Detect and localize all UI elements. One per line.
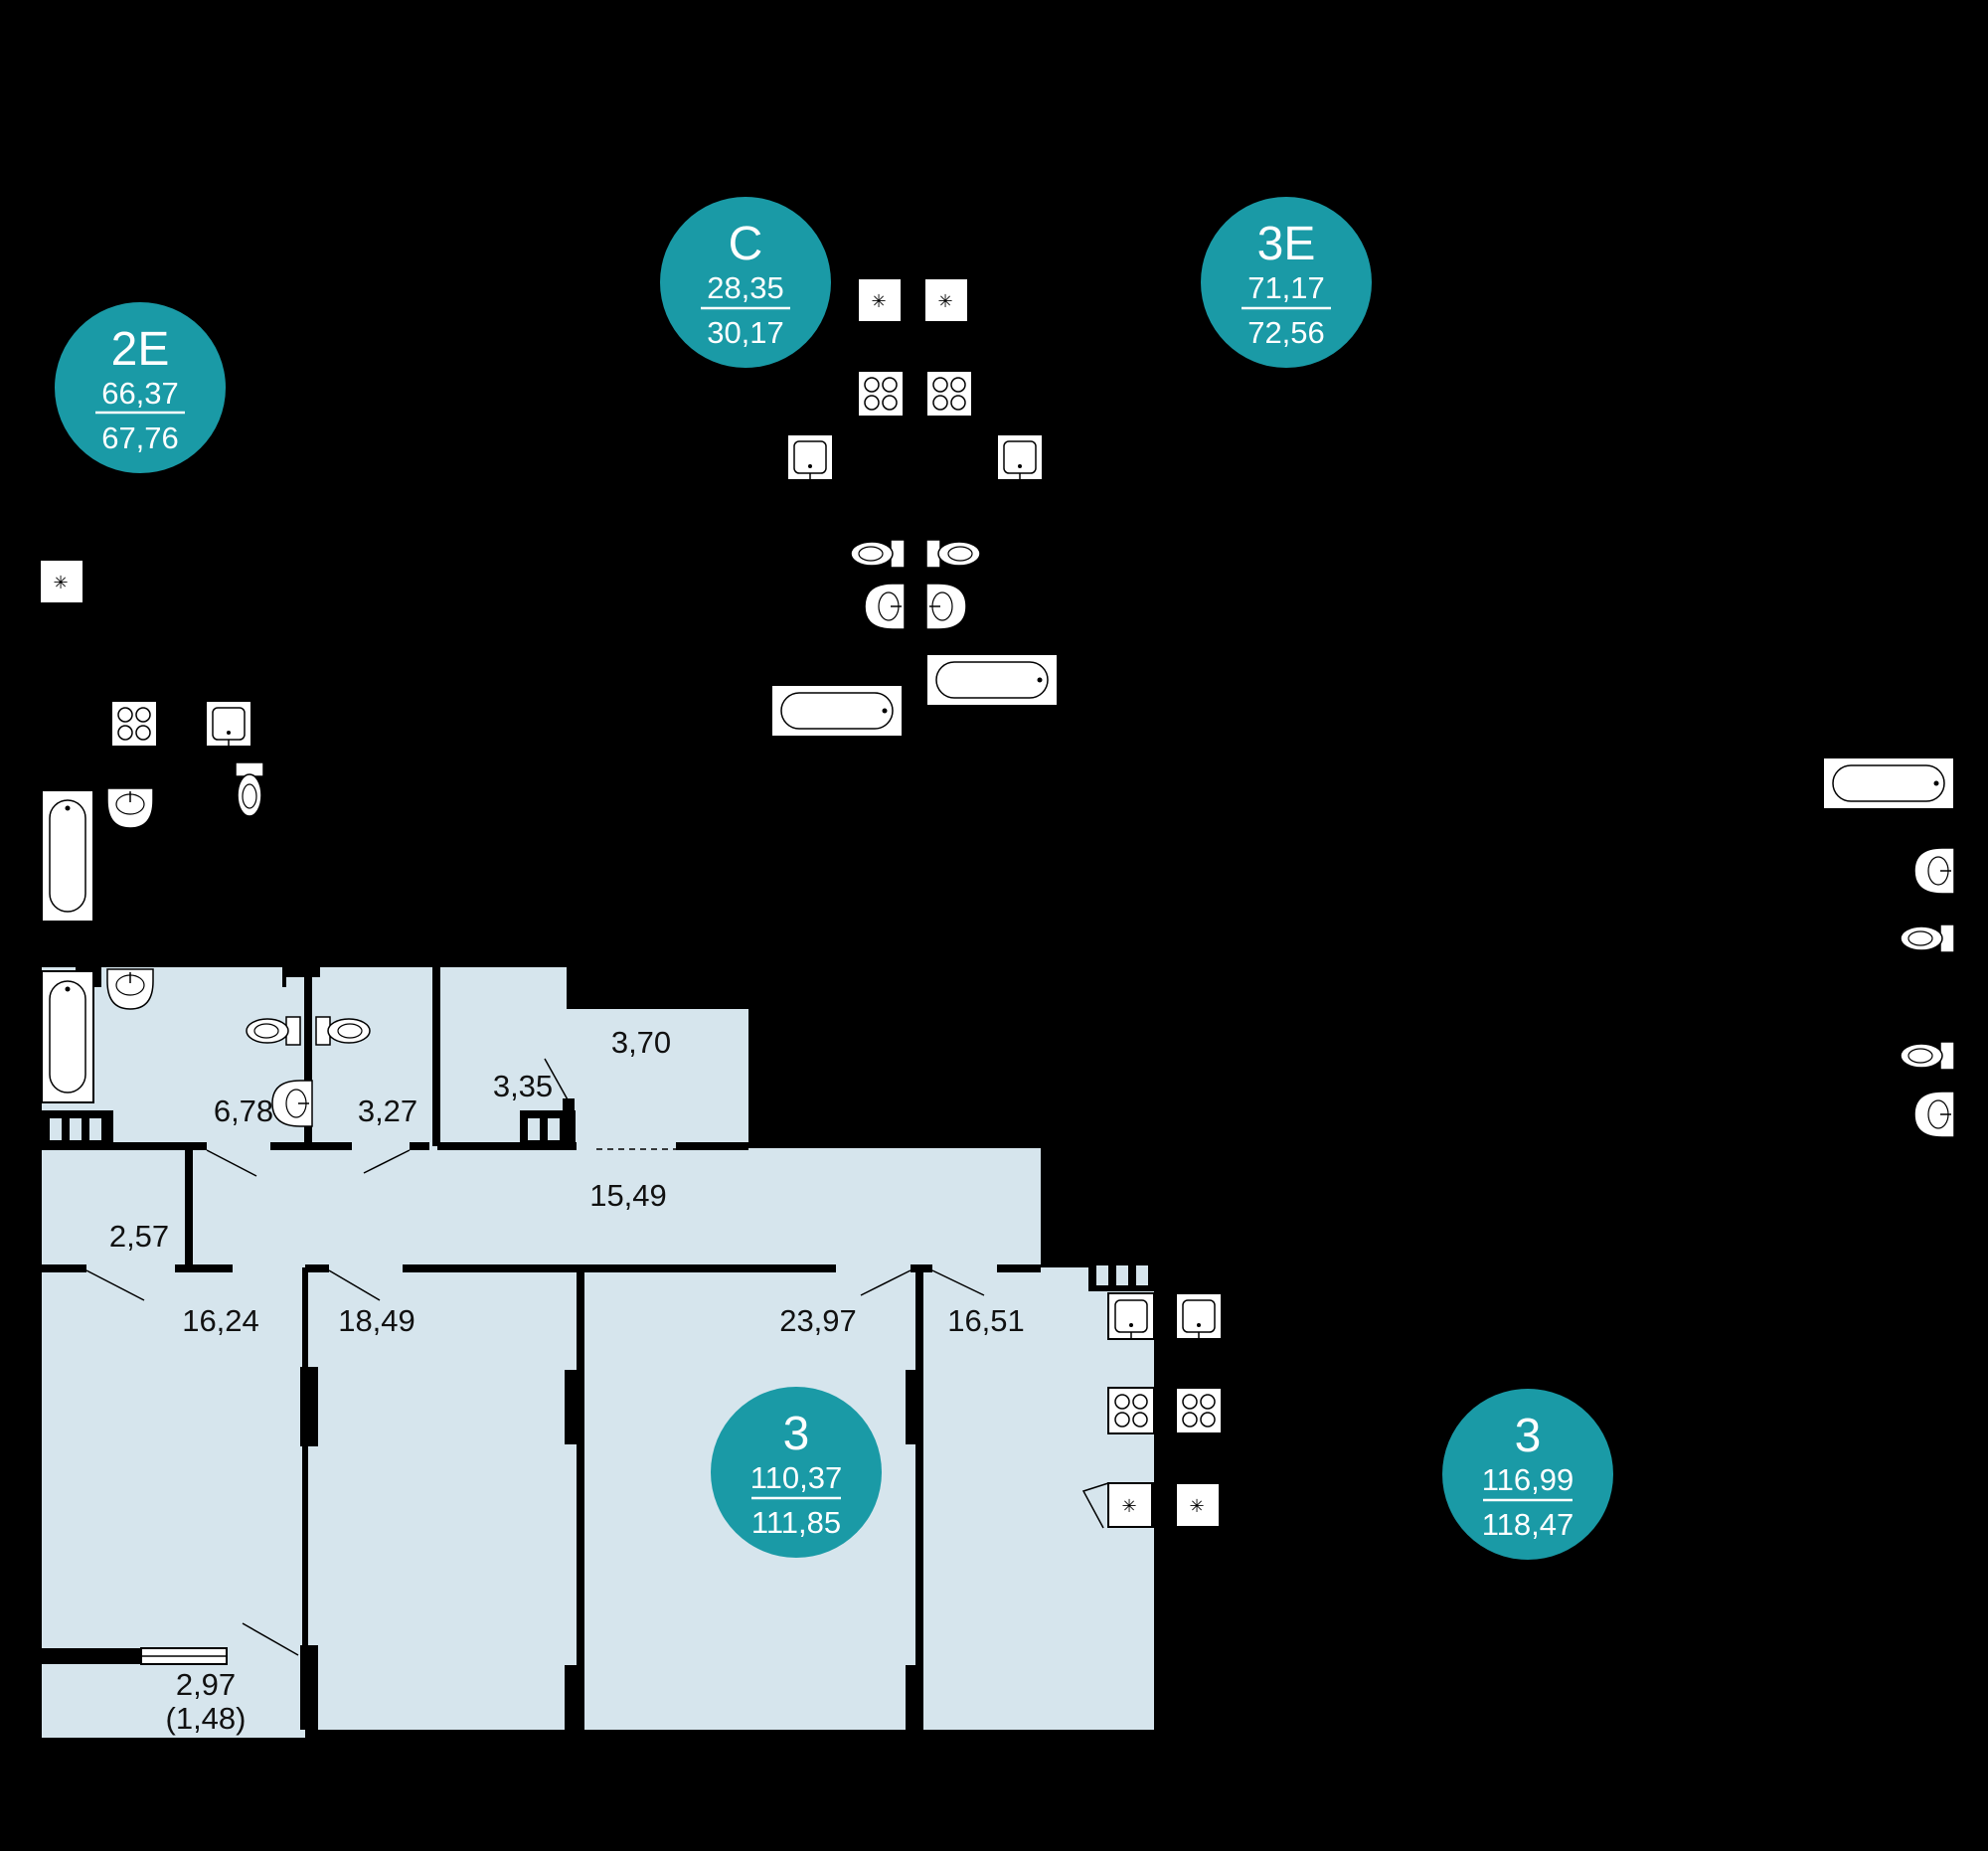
vent-icon: [923, 277, 971, 323]
room-area-balcony-reduced: (1,48): [166, 1701, 247, 1736]
kitchen-vent-door: [1081, 1482, 1109, 1529]
badge-c: C 28,35 30,17: [660, 197, 831, 368]
bathtub-icon: [41, 789, 94, 923]
room-area-wc: 3,27: [358, 1094, 417, 1128]
toilet-icon: [1900, 1041, 1955, 1071]
room-area-corridor: 2,57: [109, 1219, 169, 1254]
room-storage-large: [567, 1009, 748, 1151]
room-area-hall: 15,49: [589, 1178, 667, 1213]
balcony-window: [140, 1647, 228, 1665]
room-bedroom-2: [305, 1267, 577, 1730]
room-area-balcony: 2,97: [176, 1667, 236, 1702]
toilet-icon: [850, 539, 906, 569]
bathtub-icon: [925, 653, 1059, 707]
room-hall: [42, 1148, 1041, 1270]
svg-text:30,17: 30,17: [707, 315, 784, 350]
vent-icon: [39, 559, 86, 604]
sink-icon: [996, 433, 1044, 481]
washbasin-icon: [864, 583, 906, 630]
svg-text:C: C: [729, 218, 763, 270]
sink-icon: [205, 700, 252, 748]
svg-text:116,99: 116,99: [1482, 1462, 1574, 1497]
room-area-living: 23,97: [779, 1303, 857, 1338]
badge-3-neighbor: 3 116,99 118,47: [1442, 1389, 1613, 1560]
sink-icon: [1107, 1292, 1155, 1340]
toilet-icon: [1900, 924, 1955, 953]
vent-icon: [857, 277, 905, 323]
room-area-bedroom-2: 18,49: [338, 1303, 415, 1338]
bathtub-icon: [770, 684, 904, 738]
sink-icon: [1175, 1292, 1223, 1340]
room-area-storage-large: 3,70: [611, 1025, 671, 1060]
room-area-bathroom: 6,78: [214, 1094, 273, 1128]
sink-icon: [786, 433, 834, 481]
vent-icon: [1175, 1482, 1223, 1528]
toilet-icon: [235, 761, 264, 817]
washbasin-icon: [925, 583, 967, 630]
stove-icon: [925, 370, 973, 418]
svg-text:66,37: 66,37: [101, 376, 179, 411]
room-area-bedroom-1: 16,24: [182, 1303, 259, 1338]
bathtub-icon: [41, 970, 94, 1103]
apartment-rooms: [42, 967, 1154, 1738]
badge-2e: 2E 66,37 67,76: [55, 302, 226, 473]
stove-icon: [1175, 1387, 1223, 1434]
washbasin-icon: [1913, 847, 1955, 895]
vent-shaft-slots: [50, 1118, 1148, 1285]
stove-icon: [110, 700, 158, 748]
washbasin-icon: [106, 968, 154, 1010]
badge-3-current: 3 110,37 111,85: [711, 1387, 882, 1558]
room-area-kitchen: 16,51: [947, 1303, 1025, 1338]
washbasin-icon: [271, 1080, 313, 1127]
svg-text:71,17: 71,17: [1247, 270, 1325, 305]
svg-text:72,56: 72,56: [1247, 315, 1325, 350]
svg-text:3: 3: [783, 1408, 810, 1460]
toilet-icon: [315, 1016, 371, 1046]
svg-text:118,47: 118,47: [1482, 1507, 1574, 1542]
bathtub-icon: [1822, 757, 1955, 810]
svg-text:67,76: 67,76: [101, 421, 179, 455]
washbasin-icon: [106, 787, 154, 829]
room-labels: 6,78 3,27 3,35 3,70 15,49 2,57 16,24 18,…: [109, 1025, 1025, 1736]
svg-text:3E: 3E: [1257, 218, 1316, 270]
svg-text:2E: 2E: [111, 323, 170, 376]
svg-text:110,37: 110,37: [750, 1460, 843, 1495]
toilet-icon: [925, 539, 981, 569]
badge-3e: 3E 71,17 72,56: [1201, 197, 1372, 368]
stove-icon: [857, 370, 905, 418]
toilet-icon: [246, 1016, 301, 1046]
vent-icon: [1107, 1482, 1155, 1528]
svg-text:111,85: 111,85: [751, 1505, 841, 1540]
door-swings: [85, 1058, 985, 1656]
stove-icon: [1107, 1387, 1155, 1434]
svg-text:3: 3: [1515, 1410, 1542, 1462]
washbasin-icon: [1913, 1091, 1955, 1138]
room-area-storage-small: 3,35: [493, 1069, 553, 1103]
svg-text:28,35: 28,35: [707, 270, 784, 305]
room-bedroom-1: [42, 1267, 305, 1633]
